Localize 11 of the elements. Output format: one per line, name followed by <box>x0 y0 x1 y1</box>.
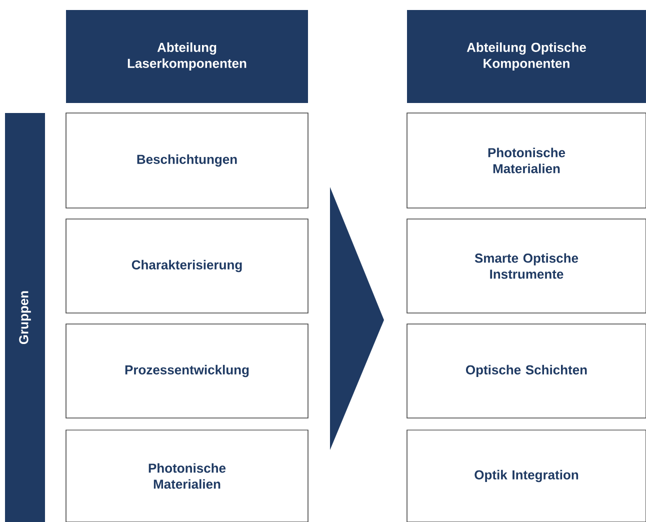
group-box: Prozessentwicklung <box>66 324 308 418</box>
group-box: Optik Integration <box>406 430 646 522</box>
department-header: Abteilung Optische Komponenten <box>407 10 646 103</box>
group-band: Gruppen <box>5 113 45 522</box>
group-box: Charakterisierung <box>66 218 308 314</box>
group-box: Optische Schichten <box>406 324 646 418</box>
group-box: Photonische Materialien <box>406 112 646 208</box>
department-header: Abteilung Laserkomponenten <box>66 10 308 103</box>
group-box: Photonische Materialien <box>66 430 308 522</box>
group-box: Beschichtungen <box>66 112 308 208</box>
group-box: Smarte Optische Instrumente <box>406 218 646 314</box>
